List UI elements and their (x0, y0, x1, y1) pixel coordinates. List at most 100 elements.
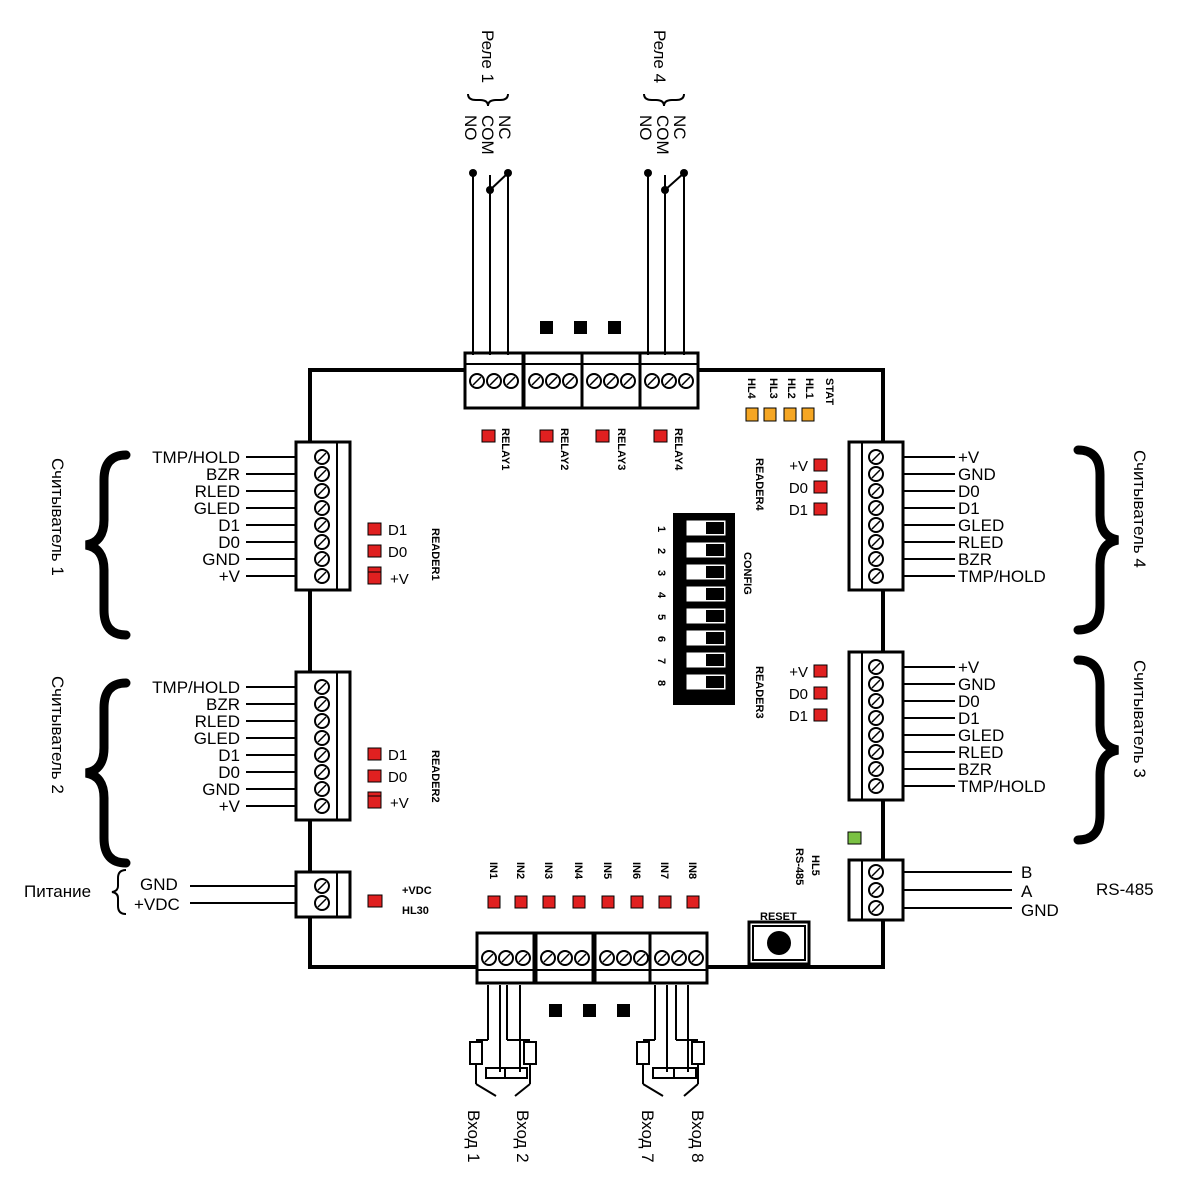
relay-brace-1 (467, 93, 509, 107)
reader1-screw-7-slot (317, 554, 327, 564)
top-spacer-1 (540, 321, 553, 334)
diagram-layer: TMP/HOLDBZRRLEDGLEDD1D0GND+VTMP/HOLDBZRR… (84, 93, 1120, 1097)
reader4-pin-1: +V (958, 448, 980, 467)
reader2-screw-1-slot (317, 682, 327, 692)
reader1-screw-8-slot (317, 571, 327, 581)
reader4-pin-6: RLED (958, 533, 1003, 552)
reader3-pin-3: D0 (958, 692, 980, 711)
input-terminal-2-screw-1-slot (543, 953, 553, 963)
reader1-pin-8: +V (219, 567, 241, 586)
reader3-screw-2-slot (871, 679, 881, 689)
config-switch-num-4: 4 (655, 592, 667, 599)
reader3-screw-1-slot (871, 662, 881, 672)
reader2-led-label-1: D1 (388, 747, 407, 764)
reader2-pin-1: TMP/HOLD (152, 678, 240, 697)
reader4-screw-8-slot (871, 571, 881, 581)
reader4-led-label-2: D0 (789, 480, 808, 497)
relay-brace-2 (643, 93, 685, 107)
in2-label: IN2 (514, 862, 526, 879)
rs485-led-name: HL5 (809, 855, 821, 876)
power-led-name: HL30 (402, 905, 429, 917)
input7-sensor-resistor-h (652, 1067, 676, 1079)
relay-contact-no-0 (469, 169, 477, 177)
status-led-4 (801, 407, 815, 422)
relay1-pin-no: NO (461, 115, 480, 141)
reader3-screw-7-slot (871, 764, 881, 774)
rs485-screw-2-slot (871, 885, 881, 895)
input-terminal-1-screw-3-slot (518, 953, 528, 963)
reader1-led-1 (367, 522, 382, 536)
reader4-screw-3-slot (871, 486, 881, 496)
in1-led (487, 895, 501, 909)
reader2-pin-8: +V (219, 797, 241, 816)
in1-label: IN1 (487, 862, 499, 879)
status-led-3 (783, 407, 797, 422)
reader2-screw-8-slot (317, 801, 327, 811)
reader2-pin-5: D1 (218, 746, 240, 765)
reset-button-frame (752, 925, 806, 961)
config-switch-num-1: 1 (655, 526, 667, 532)
in4-led (572, 895, 586, 909)
reader2-pin-3: RLED (195, 712, 240, 731)
in6-led (630, 895, 644, 909)
reader1-screw-1-slot (317, 452, 327, 462)
hl4-label: HL4 (745, 378, 757, 400)
reader4-led-label-3: D1 (789, 502, 808, 519)
config-switch-num-2: 2 (655, 548, 667, 554)
reader1-led-block-label: READER1 (429, 528, 441, 581)
input-terminal-4-screw-1-slot (657, 953, 667, 963)
relay3-led (595, 429, 610, 443)
reader2-led-1 (367, 747, 382, 761)
in3-label: IN3 (542, 862, 554, 879)
config-switch-knob-3 (706, 566, 724, 578)
rs485-screw-3-slot (871, 903, 881, 913)
bottom-spacer-2 (583, 1004, 596, 1017)
reader1-pin-5: D1 (218, 516, 240, 535)
reader3-pin-1: +V (958, 658, 980, 677)
rs485-led (847, 831, 862, 845)
reader2-led-v-label: +V (390, 795, 409, 812)
reader1-led-2 (367, 544, 382, 558)
reader1-pin-6: D0 (218, 533, 240, 552)
relay2-screw-2-slot (548, 376, 558, 386)
top-spacer-3 (608, 321, 621, 334)
reader4-pin-5: GLED (958, 516, 1004, 535)
rs485-pin-gnd: GND (1021, 901, 1059, 920)
reader4-screw-6-slot (871, 537, 881, 547)
reader3-led-2 (813, 686, 828, 700)
reader1-pin-4: GLED (194, 499, 240, 518)
reader2-pin-6: D0 (218, 763, 240, 782)
reader3-group-label: Считыватель 3 (1130, 660, 1149, 778)
reader3-screw-4-slot (871, 713, 881, 723)
input-terminal-3-screw-3-slot (636, 953, 646, 963)
in3-led (542, 895, 556, 909)
reader4-led-1 (813, 458, 828, 472)
reader2-led-v (367, 795, 382, 809)
reader1-group-label: Считыватель 1 (48, 458, 67, 576)
config-switch-num-6: 6 (655, 636, 667, 642)
reader1-screw-5-slot (317, 520, 327, 530)
in6-label: IN6 (630, 862, 642, 879)
config-switch-knob-5 (706, 610, 724, 622)
reader4-screw-5-slot (871, 520, 881, 530)
relay4-led (653, 429, 668, 443)
status-led-2 (763, 407, 777, 422)
relay4-screw-1-slot (647, 376, 657, 386)
relay4-screw-2-slot (664, 376, 674, 386)
reader4-group-label: Считыватель 4 (1130, 450, 1149, 568)
reader2-group-label: Считыватель 2 (48, 676, 67, 794)
config-switch-num-7: 7 (655, 658, 667, 664)
power-group-label: Питание (24, 882, 91, 901)
hl1-label: HL1 (803, 378, 815, 399)
relay3-screw-2-slot (606, 376, 616, 386)
stat-label: STAT (823, 378, 835, 405)
reader2-screw-6-slot (317, 767, 327, 777)
reader3-screw-6-slot (871, 747, 881, 757)
in8-led (686, 895, 700, 909)
reader2-screw-5-slot (317, 750, 327, 760)
input2-sensor-switch (514, 1083, 531, 1097)
reader1-led-label-1: D1 (388, 522, 407, 539)
relay1-screw-3-slot (506, 376, 516, 386)
relay3-led-label: RELAY3 (615, 428, 627, 470)
relay1-screw-2-slot (489, 376, 499, 386)
